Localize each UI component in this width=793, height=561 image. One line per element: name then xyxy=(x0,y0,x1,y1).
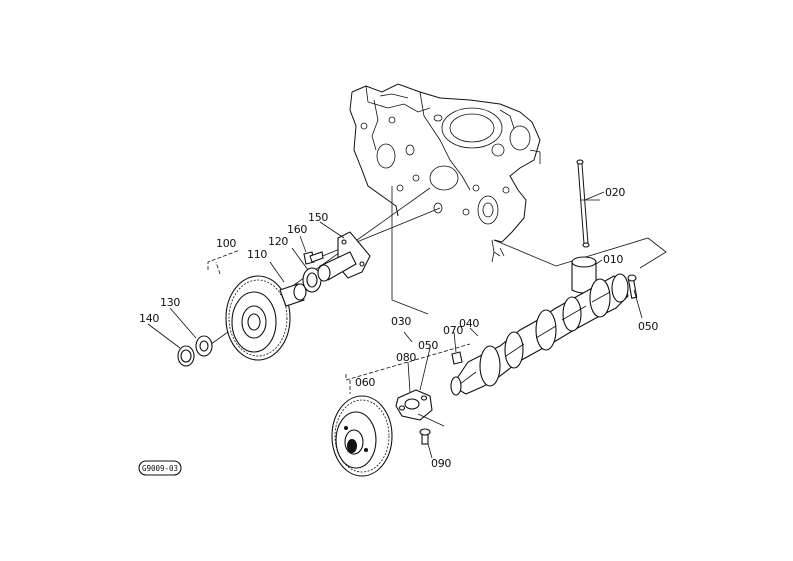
label-080: 080 xyxy=(396,351,416,364)
label-040: 040 xyxy=(459,317,479,330)
label-010: 010 xyxy=(603,253,623,266)
label-020: 020 xyxy=(605,186,625,199)
camshaft xyxy=(450,273,629,396)
engine-block xyxy=(349,83,541,263)
label-060: 060 xyxy=(355,376,375,389)
thrust-collar xyxy=(302,267,322,293)
label-090: 090 xyxy=(431,457,451,470)
label-150: 150 xyxy=(308,211,328,224)
idle-gear-shaft xyxy=(317,231,371,282)
washer xyxy=(195,335,213,357)
label-030: 030 xyxy=(391,315,411,328)
label-140: 140 xyxy=(139,312,159,325)
bolt-shaft xyxy=(303,251,324,265)
label-050-mid: 050 xyxy=(418,339,438,352)
part-labels: 020 010 050 040 070 030 050 080 060 090 … xyxy=(139,186,659,470)
label-130: 130 xyxy=(160,296,180,309)
label-070: 070 xyxy=(443,324,463,337)
leader-lines xyxy=(147,191,643,459)
bushing xyxy=(279,283,307,307)
push-rod xyxy=(576,159,590,248)
thrust-plate xyxy=(395,389,433,421)
idle-gear xyxy=(225,275,291,361)
drawing-code: G9009-03 xyxy=(142,464,178,473)
woodruff-key xyxy=(451,351,463,365)
label-160: 160 xyxy=(287,223,307,236)
label-100: 100 xyxy=(216,237,236,250)
bolt-thrust-plate xyxy=(419,428,431,445)
drawing-code-badge: G9009-03 xyxy=(138,460,182,476)
label-120: 120 xyxy=(268,235,288,248)
tappet xyxy=(571,256,597,294)
circlip xyxy=(177,345,195,367)
cam-gear xyxy=(331,395,393,477)
label-050-right: 050 xyxy=(638,320,658,333)
label-110: 110 xyxy=(247,248,267,261)
